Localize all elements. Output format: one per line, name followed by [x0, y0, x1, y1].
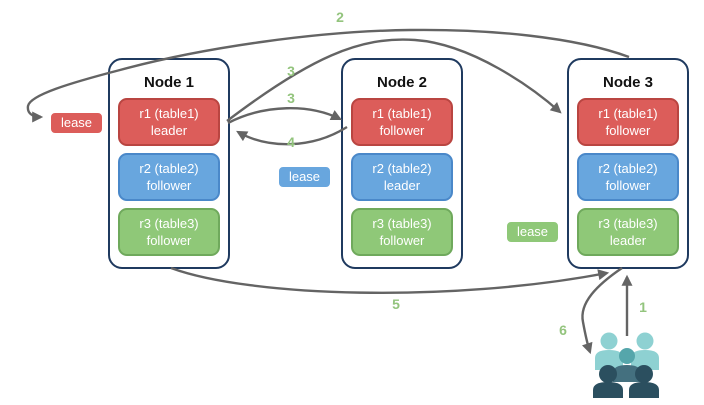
users-group-icon [593, 332, 659, 398]
arrow-step3-node1-to-node2 [227, 107, 342, 125]
node-3-title: Node 3 [602, 74, 653, 91]
node-2-title: Node 2 [376, 74, 427, 91]
range-label: r3 (table3) [372, 216, 432, 231]
range-label: r3 (table3) [139, 216, 199, 231]
range-role: follower [605, 123, 651, 138]
node-1-range-r3: r3 (table3) follower [118, 208, 220, 256]
node-2-range-r1: r1 (table1) follower [351, 98, 453, 146]
step-label-3a: 3 [287, 63, 295, 79]
range-label: r2 (table2) [598, 161, 658, 176]
node-1-range-r2: r2 (table2) follower [118, 153, 220, 201]
node-2: Node 2 r1 (table1) follower r2 (table2) … [341, 58, 463, 269]
range-label: r3 (table3) [598, 216, 658, 231]
lease-badge-r1: lease [50, 112, 103, 134]
node-3-range-r1: r1 (table1) follower [577, 98, 679, 146]
step-label-5: 5 [392, 296, 400, 312]
step-label-1: 1 [639, 299, 647, 315]
range-role: follower [379, 123, 425, 138]
node-1-range-r1: r1 (table1) leader [118, 98, 220, 146]
range-role: leader [609, 233, 647, 248]
node-2-range-r2: r2 (table2) leader [351, 153, 453, 201]
node-2-range-r3: r3 (table3) follower [351, 208, 453, 256]
range-label: r1 (table1) [598, 106, 658, 121]
range-label: r1 (table1) [372, 106, 432, 121]
node-1-title: Node 1 [143, 74, 194, 91]
step-label-4: 4 [287, 134, 295, 150]
range-label: r2 (table2) [372, 161, 432, 176]
node-3-range-r3: r3 (table3) leader [577, 208, 679, 256]
range-role: follower [146, 233, 192, 248]
arrow-step5-node1-to-node3 [170, 266, 610, 295]
range-role: leader [383, 178, 421, 193]
range-role: follower [605, 178, 651, 193]
node-3-range-r2: r2 (table2) follower [577, 153, 679, 201]
step-label-3b: 3 [287, 90, 295, 106]
node-3: Node 3 r1 (table1) follower r2 (table2) … [567, 58, 689, 269]
range-label: r1 (table1) [139, 106, 199, 121]
step-label-6: 6 [559, 322, 567, 338]
range-role: leader [150, 123, 188, 138]
range-role: follower [379, 233, 425, 248]
range-role: follower [146, 178, 192, 193]
lease-badge-r3: lease [506, 221, 559, 243]
node-1: Node 1 r1 (table1) leader r2 (table2) fo… [108, 58, 230, 269]
lease-badge-r2: lease [278, 166, 331, 188]
step-label-2: 2 [336, 9, 344, 25]
range-label: r2 (table2) [139, 161, 199, 176]
